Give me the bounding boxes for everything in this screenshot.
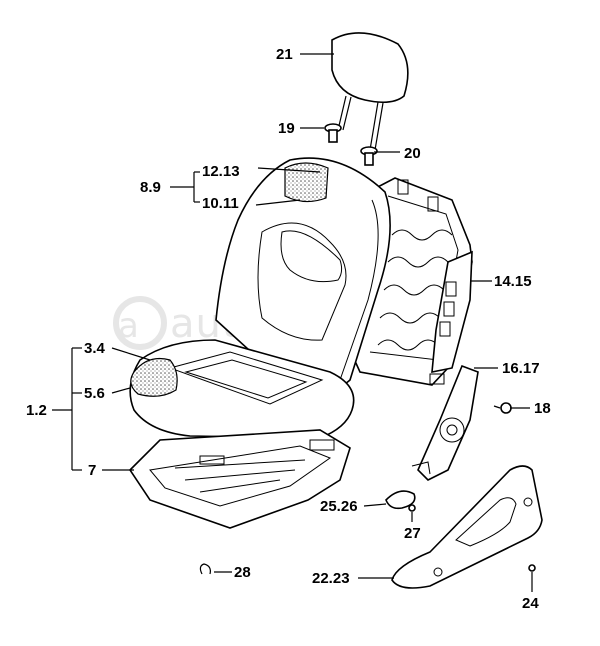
label-24: 24: [522, 595, 539, 612]
label-18: 18: [534, 400, 551, 417]
clip: [199, 563, 211, 575]
bolt: [493, 402, 512, 414]
label-25-26: 25.26: [320, 498, 358, 515]
seat-cushion-frame: [128, 429, 351, 529]
recline-handle: [385, 490, 416, 510]
label-20: 20: [404, 145, 421, 162]
label-16-17: 16.17: [502, 360, 540, 377]
svg-text:a: a: [118, 306, 140, 346]
label-28: 28: [234, 564, 251, 581]
label-7: 7: [88, 462, 96, 479]
callout-labels: 21 19 20 12.13 8.9 10.11 14.15 3.4 5.6 1…: [26, 46, 551, 612]
label-12-13: 12.13: [202, 163, 240, 180]
side-trim-cover: [391, 465, 543, 589]
leader-lines: [52, 53, 533, 592]
label-27: 27: [404, 525, 421, 542]
label-3-4: 3.4: [84, 340, 106, 357]
recliner-mechanism: [411, 364, 479, 481]
headrest-guide-right: [360, 146, 378, 166]
side-cover-panel: [431, 250, 473, 373]
label-10-11: 10.11: [202, 195, 239, 212]
label-22-23: 22.23: [312, 570, 350, 587]
seat-cushion: [129, 339, 355, 439]
handle-screw: [408, 504, 416, 512]
label-1-2: 1.2: [26, 402, 47, 419]
label-21: 21: [276, 46, 293, 63]
label-5-6: 5.6: [84, 385, 105, 402]
headrest-guide-left: [324, 123, 342, 143]
trim-screw: [528, 564, 536, 572]
label-14-15: 14.15: [494, 273, 532, 290]
label-19: 19: [278, 120, 295, 137]
label-8-9: 8.9: [140, 179, 161, 196]
headrest: [331, 32, 409, 151]
